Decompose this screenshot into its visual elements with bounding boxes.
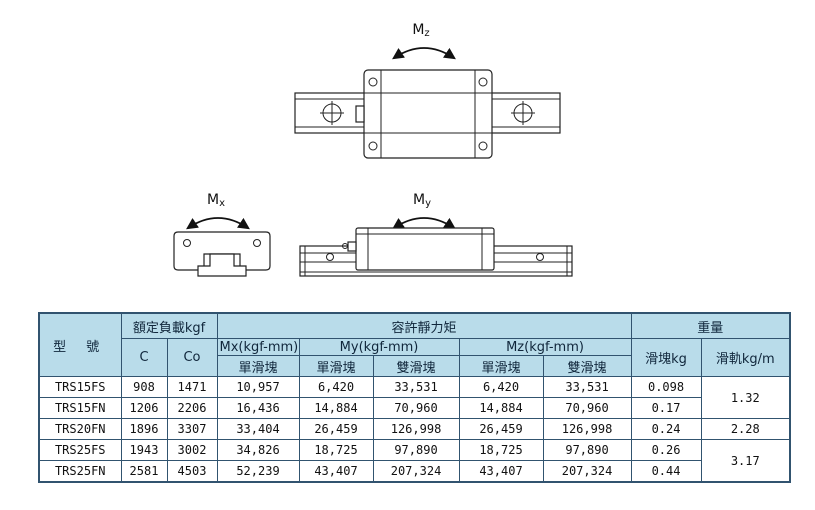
cell-my-double: 126,998 [372, 418, 460, 440]
cell-co: 1471 [166, 376, 218, 398]
my-moment-arrow [392, 217, 456, 230]
cell-mz-single: 6,420 [458, 376, 544, 398]
grease-nipple [347, 241, 357, 252]
block-top-view [355, 69, 493, 159]
cell-c: 1206 [120, 397, 168, 419]
cell-c: 908 [120, 376, 168, 398]
header-my-double: 雙滑塊 [372, 355, 460, 377]
cell-my-double: 207,324 [372, 460, 460, 483]
rail-screw [326, 253, 334, 261]
header-row-3: 單滑塊 單滑塊 雙滑塊 單滑塊 雙滑塊 [39, 355, 790, 377]
cell-block-weight: 0.098 [630, 376, 702, 398]
header-rail-weight: 滑軌kg/m [700, 338, 791, 377]
header-my: My(kgf-mm) [298, 338, 460, 356]
header-my-single: 單滑塊 [298, 355, 374, 377]
cell-mz-single: 26,459 [458, 418, 544, 440]
cell-mx-single: 10,957 [216, 376, 300, 398]
rail-mounting-hole [320, 101, 344, 125]
cell-mx-single: 33,404 [216, 418, 300, 440]
block-side-view [342, 227, 495, 271]
cell-my-single: 18,725 [298, 439, 374, 461]
cell-mz-single: 14,884 [458, 397, 544, 419]
mx-label: Mx [207, 192, 225, 209]
spec-table-header: 型 號 額定負載kgf 容許靜力矩 重量 C Co Mx(kgf-mm) My(… [38, 312, 791, 377]
cell-my-double: 33,531 [372, 376, 460, 398]
cell-model: TRS25FN [38, 460, 122, 483]
cell-mz-double: 207,324 [542, 460, 632, 483]
cell-c: 2581 [120, 460, 168, 483]
cell-mz-double: 70,960 [542, 397, 632, 419]
cell-co: 4503 [166, 460, 218, 483]
header-mz: Mz(kgf-mm) [458, 338, 632, 356]
header-block-weight: 滑塊kg [630, 338, 702, 377]
mx-moment-arrow [186, 217, 250, 230]
cell-mz-double: 97,890 [542, 439, 632, 461]
front-view-diagram: Mx [173, 192, 271, 277]
cell-my-double: 70,960 [372, 397, 460, 419]
cell-rail-weight: 2.28 [700, 418, 791, 440]
cell-my-single: 43,407 [298, 460, 374, 483]
cell-mz-single: 43,407 [458, 460, 544, 483]
cell-mz-single: 18,725 [458, 439, 544, 461]
cell-mz-double: 33,531 [542, 376, 632, 398]
cell-model: TRS20FN [38, 418, 122, 440]
side-view-diagram: My [299, 192, 573, 277]
header-row-2: C Co Mx(kgf-mm) My(kgf-mm) Mz(kgf-mm) 滑塊… [39, 338, 791, 377]
rail-mounting-hole [511, 101, 535, 125]
my-label: My [413, 192, 431, 209]
header-static-moment: 容許靜力矩 [216, 312, 632, 339]
spec-table: 型 號 額定負載kgf 容許靜力矩 重量 C Co Mx(kgf-mm) My(… [38, 312, 792, 483]
mz-label: Mz [412, 22, 429, 39]
cell-my-double: 97,890 [372, 439, 460, 461]
header-mx-single: 單滑塊 [216, 355, 300, 377]
cell-my-single: 26,459 [298, 418, 374, 440]
cell-mx-single: 16,436 [216, 397, 300, 419]
cell-block-weight: 0.17 [630, 397, 702, 419]
cell-co: 2206 [166, 397, 218, 419]
cell-my-single: 14,884 [298, 397, 374, 419]
cell-model: TRS25FS [38, 439, 122, 461]
cell-mz-double: 126,998 [542, 418, 632, 440]
header-mz-single: 單滑塊 [458, 355, 544, 377]
header-weight: 重量 [630, 312, 791, 339]
header-rated-load: 額定負載kgf [120, 312, 218, 339]
rail-screw [536, 253, 544, 261]
cell-rail-weight: 3.17 [700, 439, 791, 483]
cell-block-weight: 0.24 [630, 418, 702, 440]
header-co: Co [166, 338, 218, 377]
cell-mx-single: 34,826 [216, 439, 300, 461]
mz-moment-arrow [392, 47, 456, 60]
header-mx: Mx(kgf-mm) [216, 338, 300, 356]
cell-my-single: 6,420 [298, 376, 374, 398]
rail-front-view [197, 253, 247, 277]
top-view-diagram: Mz [294, 22, 561, 159]
cell-block-weight: 0.26 [630, 439, 702, 461]
cell-co: 3307 [166, 418, 218, 440]
cell-c: 1896 [120, 418, 168, 440]
cell-co: 3002 [166, 439, 218, 461]
cell-rail-weight: 1.32 [700, 376, 791, 419]
header-model: 型 號 [38, 312, 122, 377]
header-c: C [120, 338, 168, 377]
grease-nipple [355, 105, 365, 123]
cell-c: 1943 [120, 439, 168, 461]
cell-model: TRS15FN [38, 397, 122, 419]
cell-model: TRS15FS [38, 376, 122, 398]
technical-drawings: Mz [173, 22, 573, 277]
cell-block-weight: 0.44 [630, 460, 702, 483]
header-row-1: 型 號 額定負載kgf 容許靜力矩 重量 [38, 312, 791, 377]
cell-mx-single: 52,239 [216, 460, 300, 483]
block-front-view [173, 231, 271, 271]
header-mz-double: 雙滑塊 [542, 355, 632, 377]
